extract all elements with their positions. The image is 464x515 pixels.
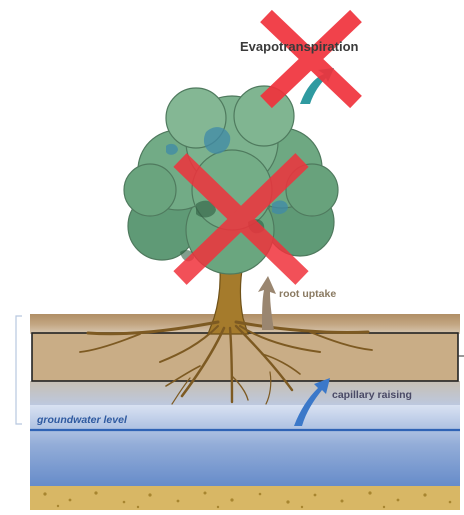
left-bracket [16,316,22,424]
capillary-raising-label: capillary raising [332,389,412,401]
gravel-bed [30,486,460,510]
root-uptake-label: root uptake [279,288,336,300]
evapotranspiration-label: Evapotranspiration [240,39,358,54]
groundwater-level-label: groundwater level [37,414,127,426]
root-zone-layer [32,333,458,381]
tree-canopy [124,86,338,274]
